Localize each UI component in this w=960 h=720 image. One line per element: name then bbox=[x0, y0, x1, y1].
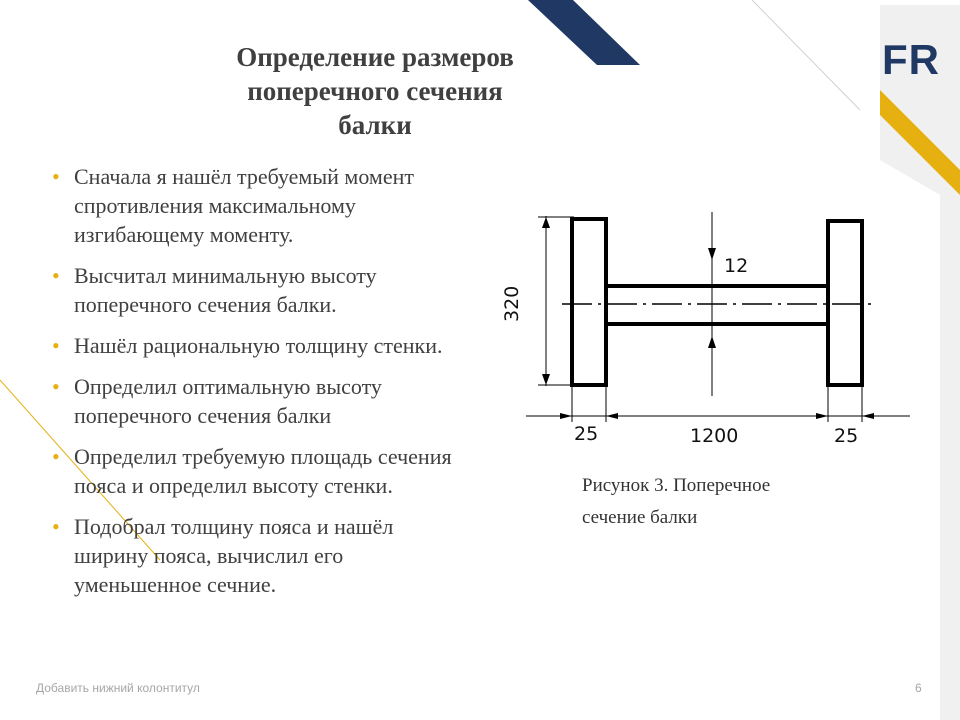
arrow-left-icon bbox=[862, 413, 874, 419]
right-flange-width-label: 25 bbox=[834, 425, 858, 447]
title-line: Определение размеров bbox=[236, 42, 514, 72]
arrow-up-icon bbox=[708, 336, 716, 348]
bullet-marker: • bbox=[52, 263, 60, 288]
navy-stripe bbox=[528, 0, 640, 65]
bullet-list: • Сначала я нашёл требуемый момент спроти… bbox=[52, 162, 462, 611]
right-flange bbox=[826, 219, 864, 387]
web-plate bbox=[604, 284, 830, 326]
company-logo: FR bbox=[882, 36, 940, 83]
list-item-text: Определил оптимальную высоту поперечного… bbox=[74, 374, 382, 428]
gray-corner-shape bbox=[700, 0, 960, 720]
list-item-text: Подобрал толщину пояса и нашёл ширину по… bbox=[74, 514, 394, 597]
list-item-text: Определил требуемую площадь сечения пояс… bbox=[74, 444, 452, 498]
page-number: 6 bbox=[915, 681, 922, 695]
bullet-marker: • bbox=[52, 444, 60, 469]
thin-diagonal-line bbox=[751, 0, 861, 111]
left-flange bbox=[570, 217, 608, 387]
list-item-text: Нашёл рациональную толщину стенки. bbox=[74, 333, 443, 358]
arrow-down-icon bbox=[542, 374, 550, 385]
white-strip bbox=[597, 0, 960, 5]
arrow-right-icon bbox=[816, 413, 828, 419]
web-thickness-label: 12 bbox=[724, 255, 748, 277]
gold-diagonal-line bbox=[0, 379, 161, 561]
list-item: • Высчитал минимальную высоту поперечного… bbox=[52, 261, 462, 319]
bullet-marker: • bbox=[52, 164, 60, 189]
list-item: • Подобрал толщину пояса и нашёл ширину п… bbox=[52, 512, 462, 599]
list-item-text: Высчитал минимальную высоту поперечного … bbox=[74, 263, 377, 317]
beam-cross-section-diagram: 12 320 25 1200 25 bbox=[501, 212, 910, 447]
list-item: • Нашёл рациональную толщину стенки. bbox=[52, 331, 462, 360]
span-width-label: 1200 bbox=[690, 425, 738, 447]
left-flange-width-label: 25 bbox=[574, 423, 598, 445]
arrow-down-icon bbox=[708, 248, 716, 260]
figure-caption: Рисунок 3. Поперечное сечение балки bbox=[582, 470, 842, 534]
list-item-text: Сначала я нашёл требуемый момент спротив… bbox=[74, 164, 414, 247]
bullet-marker: • bbox=[52, 514, 60, 539]
arrow-up-icon bbox=[542, 217, 550, 228]
arrow-left-icon bbox=[606, 413, 618, 419]
page-title: Определение размеров поперечного сечения… bbox=[180, 40, 570, 142]
list-item: • Определил оптимальную высоту поперечног… bbox=[52, 372, 462, 430]
gold-stripe bbox=[880, 90, 960, 195]
title-line: балки bbox=[338, 110, 412, 140]
bullet-marker: • bbox=[52, 374, 60, 399]
bullet-marker: • bbox=[52, 333, 60, 358]
list-item: • Сначала я нашёл требуемый момент спроти… bbox=[52, 162, 462, 249]
height-label: 320 bbox=[501, 286, 523, 322]
arrow-right-icon bbox=[560, 413, 572, 419]
caption-line: Рисунок 3. Поперечное bbox=[582, 475, 771, 496]
list-item: • Определил требуемую площадь сечения поя… bbox=[52, 442, 462, 500]
title-line: поперечного сечения bbox=[247, 76, 503, 106]
caption-line: сечение балки bbox=[582, 507, 698, 528]
footer-placeholder: Добавить нижний колонтитул bbox=[36, 681, 200, 695]
